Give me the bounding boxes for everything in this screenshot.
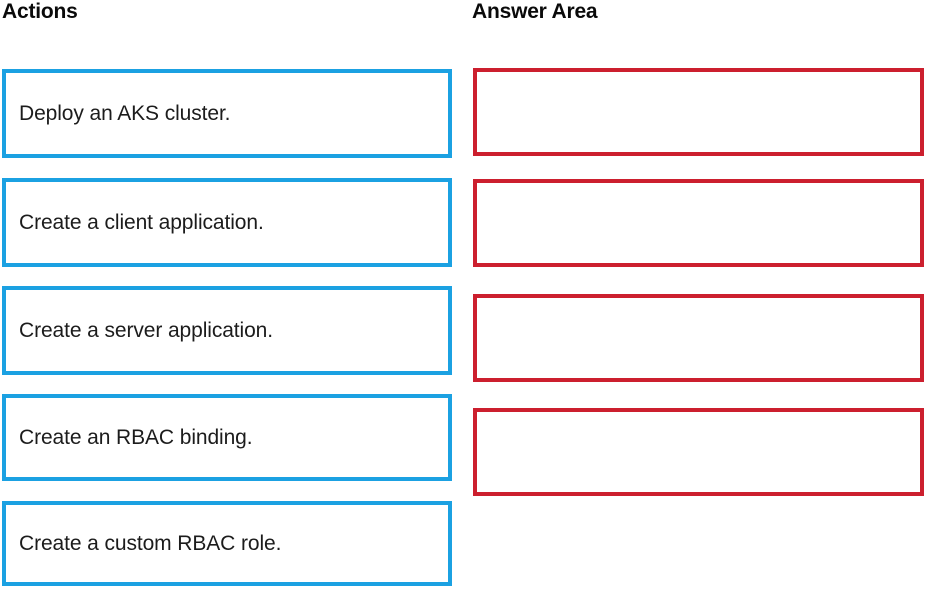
action-item-label: Deploy an AKS cluster. bbox=[19, 101, 231, 125]
answer-drop-slot-2[interactable] bbox=[473, 179, 924, 267]
action-item-label: Create an RBAC binding. bbox=[19, 425, 253, 449]
action-item-create-rbac-binding[interactable]: Create an RBAC binding. bbox=[2, 394, 452, 481]
action-item-create-server-application[interactable]: Create a server application. bbox=[2, 286, 452, 375]
answer-drop-slot-1[interactable] bbox=[473, 68, 924, 156]
actions-heading: Actions bbox=[2, 0, 78, 23]
action-item-label: Create a server application. bbox=[19, 318, 273, 342]
action-item-create-custom-rbac-role[interactable]: Create a custom RBAC role. bbox=[2, 501, 452, 586]
action-item-label: Create a client application. bbox=[19, 210, 264, 234]
action-item-create-client-application[interactable]: Create a client application. bbox=[2, 178, 452, 267]
answer-drop-slot-4[interactable] bbox=[473, 408, 924, 496]
action-item-deploy-aks-cluster[interactable]: Deploy an AKS cluster. bbox=[2, 69, 452, 158]
action-item-label: Create a custom RBAC role. bbox=[19, 531, 282, 555]
answer-drop-slot-3[interactable] bbox=[473, 294, 924, 382]
answer-area-heading: Answer Area bbox=[472, 0, 598, 23]
